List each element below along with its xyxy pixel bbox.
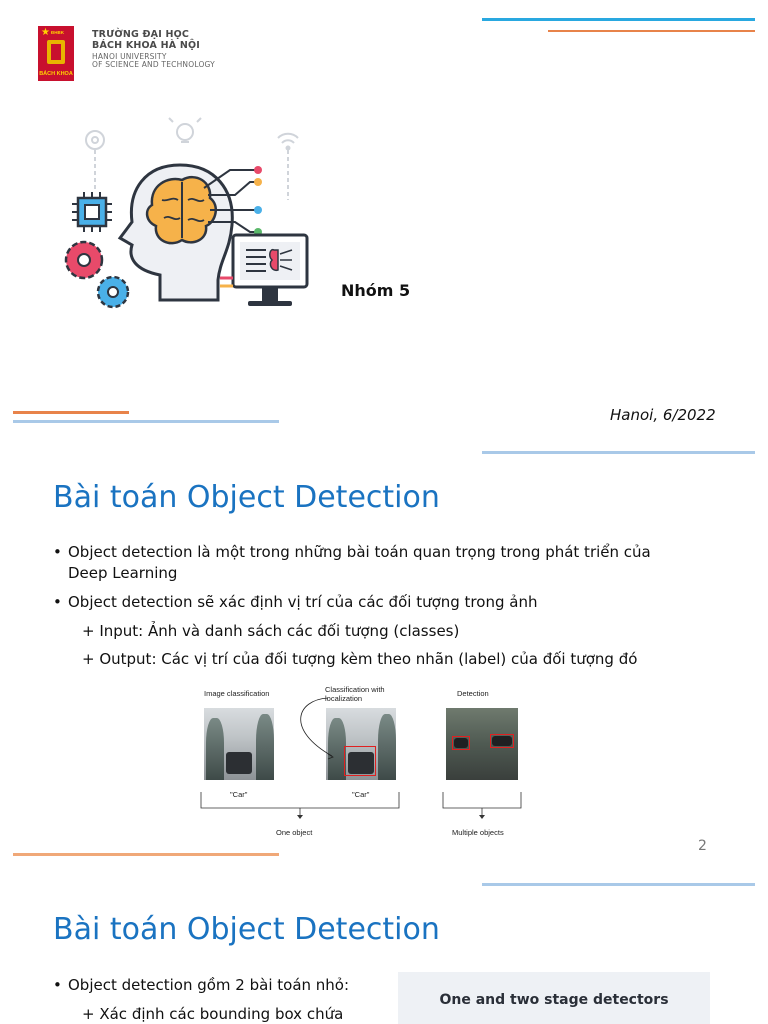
label-multiple-objects: Multiple objects bbox=[452, 828, 504, 837]
caption-car-1: "Car" bbox=[230, 790, 248, 799]
object-detection-figure: Image classification Classification with… bbox=[196, 684, 526, 844]
top-blue-line bbox=[482, 18, 755, 21]
slide-2: Bài toán Object Detection • Object detec… bbox=[0, 440, 768, 872]
bullet-1-line-2: Deep Learning bbox=[68, 564, 178, 582]
university-name-line-3: HANOI UNIVERSITY bbox=[92, 51, 167, 61]
slide3-figure-panel: One and two stage detectors bbox=[398, 972, 710, 1024]
slide3-title: Bài toán Object Detection bbox=[53, 912, 440, 947]
slide2-top-blue-line bbox=[482, 451, 755, 454]
slide2-bottom-orange-line bbox=[13, 853, 279, 856]
ai-head-illustration bbox=[64, 117, 309, 309]
car-shape bbox=[226, 752, 252, 774]
group-name: Nhóm 5 bbox=[341, 281, 411, 300]
label-one-object: One object bbox=[276, 828, 313, 837]
slide-3: Bài toán Object Detection • Object detec… bbox=[0, 872, 768, 1024]
slide3-bullet-text: Object detection gồm 2 bài toán nhỏ: bbox=[68, 976, 350, 994]
slide3-figure-title: One and two stage detectors bbox=[439, 992, 669, 1008]
label-image-classification: Image classification bbox=[204, 689, 270, 698]
lightbulb-outline-icon bbox=[168, 117, 202, 143]
slide-1: ★ ĐHBK BÁCH KHOA TRƯỜNG ĐẠI HỌC BÁCH KHO… bbox=[0, 0, 768, 440]
wifi-outline-icon bbox=[277, 132, 299, 200]
university-name-line-1: TRƯỜNG ĐẠI HỌC bbox=[92, 29, 190, 40]
slide3-subitem: + Xác định các bounding box chứa bbox=[82, 1005, 344, 1023]
label-localization-line-1: Classification with bbox=[325, 685, 385, 694]
gear-pink-icon bbox=[64, 240, 104, 280]
caption-car-2: "Car" bbox=[352, 790, 370, 799]
photo-detection bbox=[446, 708, 518, 780]
curved-arrow-icon bbox=[300, 697, 334, 760]
university-name-line-4: OF SCIENCE AND TECHNOLOGY bbox=[92, 60, 215, 70]
bullet-2-text: Object detection sẽ xác định vị trí của … bbox=[68, 593, 538, 611]
photo-classification bbox=[204, 708, 274, 780]
bounding-box bbox=[344, 746, 376, 776]
bullet-dot: • bbox=[53, 593, 62, 611]
monitor-icon bbox=[231, 233, 309, 306]
logo-text-top: ĐHBK bbox=[51, 30, 64, 35]
gear-outline-icon bbox=[85, 130, 105, 150]
slide2-subitem-input: + Input: Ảnh và danh sách các đối tượng … bbox=[82, 622, 460, 640]
gear-blue-icon bbox=[96, 275, 130, 309]
slide3-bullet: • Object detection gồm 2 bài toán nhỏ: bbox=[53, 975, 383, 996]
slide3-top-blue-line bbox=[482, 883, 755, 886]
logo-star-icon: ★ bbox=[41, 27, 50, 38]
university-name-line-2: BÁCH KHOA HÀ NỘI bbox=[92, 39, 200, 51]
top-orange-line bbox=[548, 30, 755, 32]
slide2-subitem-output: + Output: Các vị trí của đối tượng kèm t… bbox=[82, 650, 638, 668]
photo-localization bbox=[326, 708, 396, 780]
logo-text-bottom: BÁCH KHOA bbox=[39, 71, 73, 77]
presentation-date: Hanoi, 6/2022 bbox=[610, 406, 716, 424]
car-shape bbox=[454, 738, 468, 748]
university-name: TRƯỜNG ĐẠI HỌC BÁCH KHOA HÀ NỘI HANOI UN… bbox=[92, 29, 215, 70]
bullet-1-line-1: Object detection là một trong những bài … bbox=[68, 543, 651, 561]
label-detection: Detection bbox=[457, 689, 489, 698]
bullet-dot: • bbox=[53, 543, 62, 561]
slide2-title: Bài toán Object Detection bbox=[53, 480, 440, 515]
cpu-chip-icon bbox=[72, 192, 112, 232]
car-shape bbox=[492, 736, 512, 746]
university-logo: ★ ĐHBK BÁCH KHOA bbox=[38, 26, 74, 81]
bottom-blue-line bbox=[13, 420, 279, 423]
bullet-dot: • bbox=[53, 976, 62, 994]
slide2-bullet-1: • Object detection là một trong những bà… bbox=[53, 542, 743, 584]
logo-emblem-inner bbox=[51, 44, 61, 60]
car-shape bbox=[348, 752, 374, 774]
bracket-one-object bbox=[200, 792, 400, 819]
slide2-bullet-2: • Object detection sẽ xác định vị trí củ… bbox=[53, 592, 743, 613]
slide2-page-number: 2 bbox=[698, 838, 707, 854]
bounding-box bbox=[490, 734, 514, 748]
bounding-box bbox=[452, 736, 470, 750]
bottom-orange-line bbox=[13, 411, 129, 414]
bracket-multiple-objects bbox=[442, 792, 522, 819]
label-localization-line-2: localization bbox=[325, 694, 363, 703]
